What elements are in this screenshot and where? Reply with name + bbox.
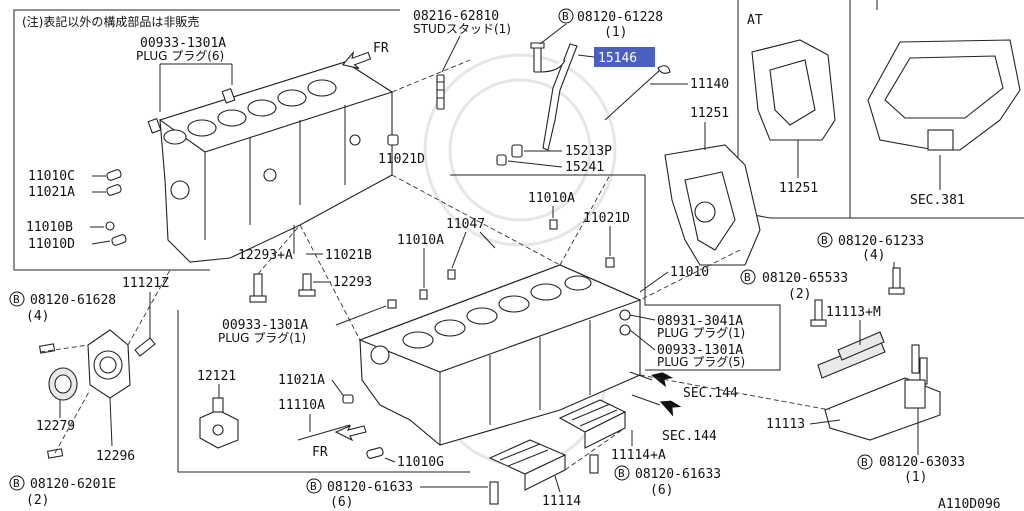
bolt-top-qty: (1) [604,25,627,40]
label-11010a-left: 11010A [397,233,444,248]
right-bracket-parts [810,267,941,441]
assembly-dash-lines [39,59,831,471]
svg-text:AT: AT [747,13,763,28]
svg-text:B: B [744,271,751,284]
svg-text:B: B [310,480,317,493]
label-11121z: 11121Z [122,276,169,291]
label-11113: 11113 [766,417,805,432]
bolt-6201e-number: 08120-6201E [30,477,116,492]
label-sec144-lower: SEC.144 [662,429,717,444]
label-11251-main: 11251 [690,106,729,121]
label-12293: 12293 [333,275,372,290]
plug-mid-name: PLUG プラグ(1) [218,331,306,345]
highlighted-part-15146[interactable]: 15146 [594,47,655,67]
label-sec381: SEC.381 [910,193,965,208]
sec144-arrows [629,371,682,417]
label-12296: 12296 [96,449,135,464]
bolt-6201e-qty: (2) [26,493,49,508]
label-sec144-upper: SEC.144 [683,386,738,401]
label-11021a: 11021A [28,185,75,200]
label-12293a: 12293+A [238,248,293,263]
front-label-top: FR [373,41,389,56]
plug-r2-name: PLUG プラグ(5) [657,355,745,369]
sensor-parts [387,134,523,166]
label-11021b: 11021B [325,248,372,263]
bolt-symbol-letter: B [562,10,569,23]
label-11110a: 11110A [278,398,325,413]
svg-text:B: B [821,234,828,247]
engine-block-lower [358,219,642,446]
svg-text:B: B [861,456,868,469]
plug-r1-number: 08931-3041A [657,314,743,329]
label-11010: 11010 [670,265,709,280]
at-inset: AT [747,13,836,141]
svg-text:B: B [618,467,625,480]
bolt-61633b-qty: (6) [330,495,353,510]
front-arrow-top: FR [341,41,389,69]
bolt-65533-number: 08120-65533 [762,271,848,286]
bolts-12293 [249,273,316,303]
knock-sensor [199,397,239,449]
label-11251-at: 11251 [779,181,818,196]
bolt-61633r-qty: (6) [650,483,673,498]
front-label-bottom: FR [312,445,328,460]
diagram-note: (注)表記以外の構成部品は非販売 [22,14,199,29]
bolt-top-number: 08120-61228 [577,10,663,25]
svg-text:B: B [13,293,20,306]
label-11010g: 11010G [397,455,444,470]
label-11114: 11114 [542,494,581,509]
label-11021a-low: 11021A [278,373,325,388]
stud-number: 08216-62810 [413,9,499,24]
bolt-61633-right [589,454,599,474]
label-11010a-right: 11010A [528,191,575,206]
label-11010b: 11010B [26,220,73,235]
bolt-61633-bottom [489,481,499,505]
front-arrow-bottom: FR [312,424,367,460]
label-15213p: 15213P [565,144,612,159]
dipstick-11140 [604,65,671,121]
label-11114a: 11114+A [611,448,666,463]
plug-top-number: 00933-1301A [140,36,226,51]
label-11021d-top: 11021D [378,152,425,167]
stud-name: STUDスタッド(1) [413,22,511,36]
diagram-code: A110D096 [938,497,1001,511]
plug-r1-name: PLUG プラグ(1) [657,326,745,340]
stud-part [436,74,445,110]
label-11010d: 11010D [28,237,75,252]
pin-11010g [366,447,384,459]
label-12279: 12279 [36,419,75,434]
engine-block-upper [147,61,394,263]
bolt-61633b-number: 08120-61633 [327,480,413,495]
bearing-caps [488,399,627,491]
left-small-parts [105,169,127,246]
plug-r2-number: 00933-1301A [657,343,743,358]
label-11047: 11047 [446,217,485,232]
bolt-65533-qty: (2) [788,287,811,302]
bolt-61233-number: 08120-61233 [838,234,924,249]
bolt-61628-number: 08120-61628 [30,293,116,308]
frame-lines [13,0,1024,473]
rear-plate [664,144,761,266]
plug-mid-number: 00933-1301A [222,318,308,333]
bolt-61633r-number: 08120-61633 [635,467,721,482]
svg-text:15146: 15146 [598,51,637,66]
dipstick-tube [530,42,578,151]
plug-11021a-low [342,394,354,404]
bolt-63033-qty: (1) [904,470,927,485]
label-11021d-mid: 11021D [583,211,630,226]
svg-text:B: B [13,477,20,490]
bolt-61628-qty: (4) [26,309,49,324]
label-11140: 11140 [690,77,729,92]
bolt-63033-number: 08120-63033 [879,455,965,470]
label-11010c: 11010C [28,169,75,184]
label-12121: 12121 [197,369,236,384]
oil-pan [867,39,1021,151]
bolt-61233-qty: (4) [862,248,885,263]
label-11113m: 11113+M [826,305,881,320]
label-15241: 15241 [565,160,604,175]
plug-top-name: PLUG プラグ(6) [136,49,224,63]
